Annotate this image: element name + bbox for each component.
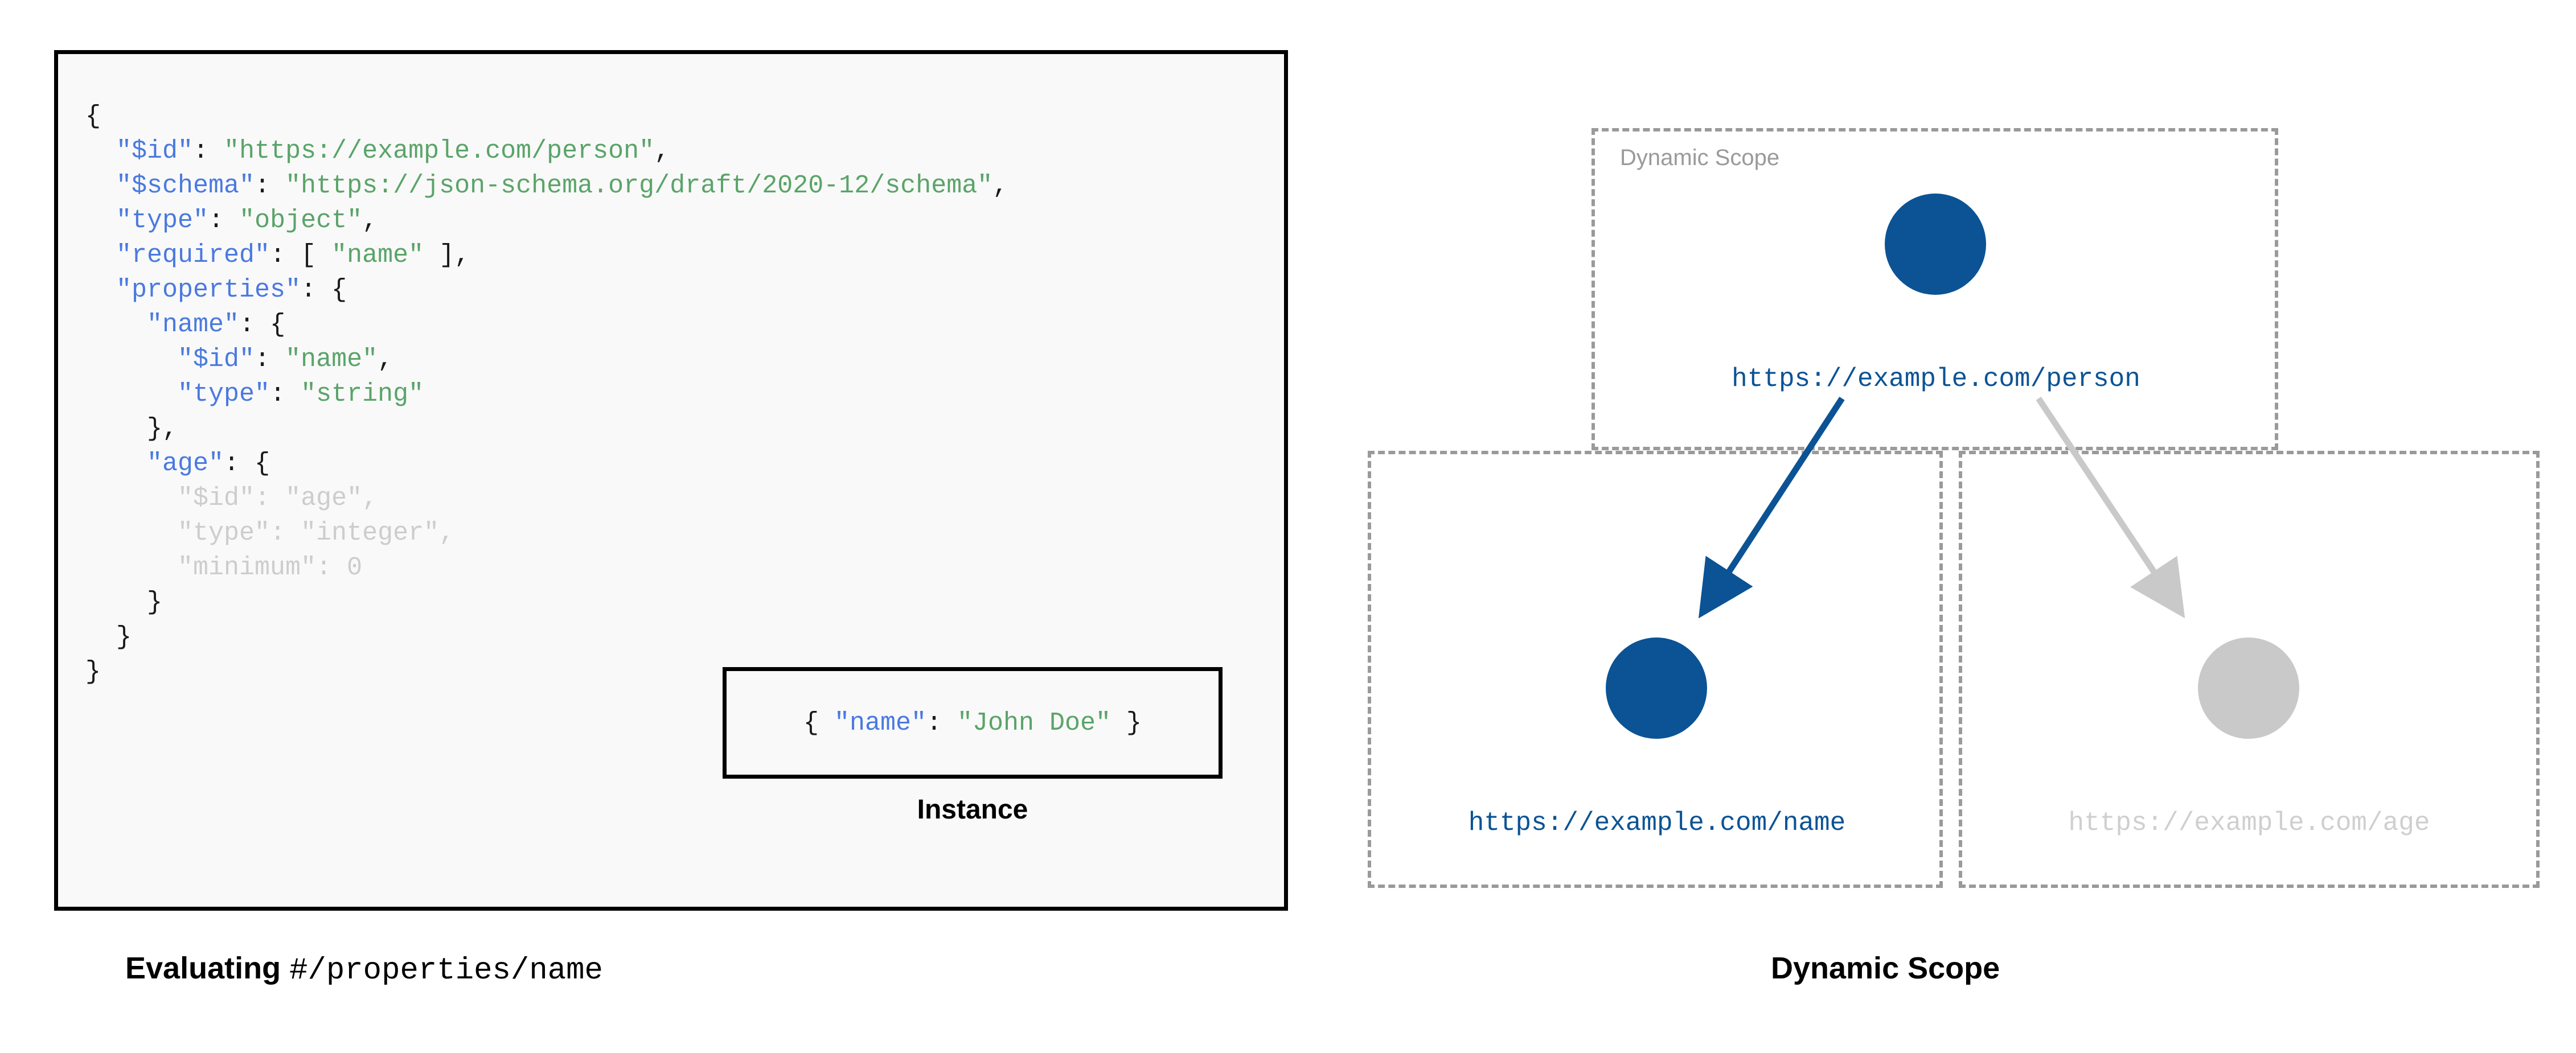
schema-code-panel: { "$id": "https://example.com/person", "… (54, 50, 1288, 911)
node-name[interactable] (1606, 637, 1707, 739)
scope-box-age (1959, 451, 2540, 888)
instance-caption: Instance (917, 795, 1028, 825)
node-label-person: https://example.com/person (1732, 364, 2140, 394)
instance-json-code: { "name": "John Doe" } (803, 708, 1142, 738)
node-person[interactable] (1885, 194, 1986, 295)
scope-box-label: Dynamic Scope (1620, 145, 1780, 170)
right-figure-caption: Dynamic Scope (1771, 951, 2000, 985)
caption-evaluating-text: Evaluating (125, 951, 290, 985)
node-label-age: https://example.com/age (2068, 808, 2430, 838)
left-figure-caption: Evaluating #/properties/name (125, 951, 603, 988)
schema-json-code: { "$id": "https://example.com/person", "… (85, 102, 1008, 686)
instance-box: { "name": "John Doe" } (723, 667, 1223, 779)
node-label-name: https://example.com/name (1468, 808, 1846, 838)
scope-box-root (1591, 128, 2278, 450)
node-age[interactable] (2198, 637, 2299, 739)
scope-box-name (1368, 451, 1943, 888)
caption-json-pointer: #/properties/name (289, 953, 603, 988)
